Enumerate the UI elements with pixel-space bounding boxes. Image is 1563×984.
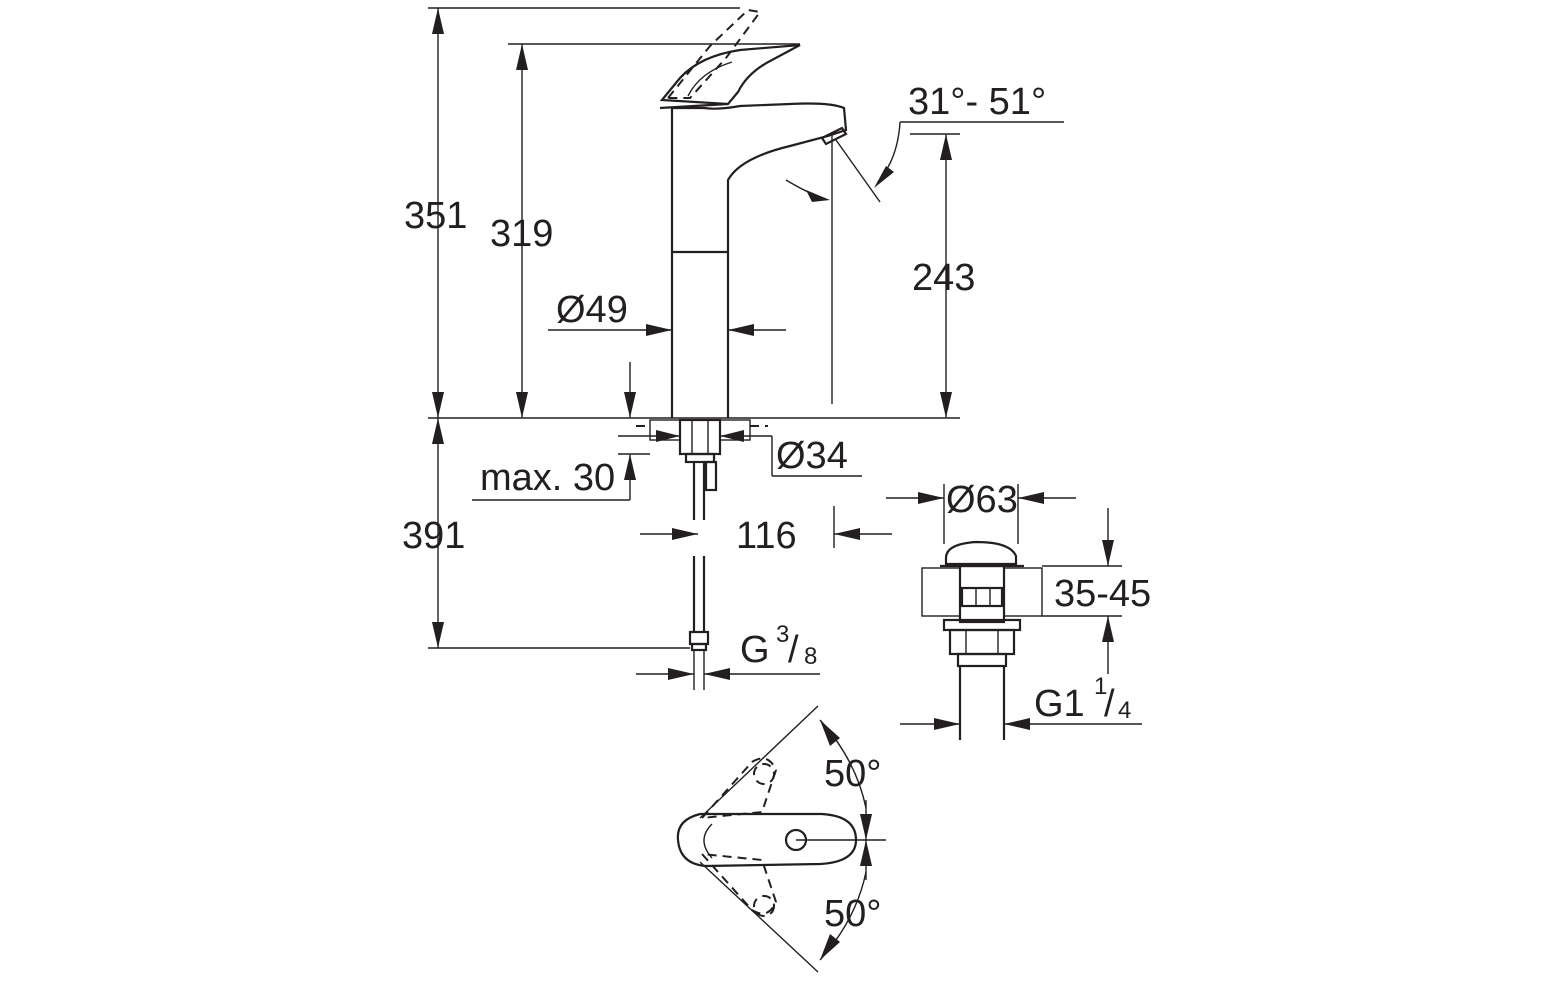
label-116: 116 (736, 515, 797, 557)
lever-handle (659, 43, 801, 106)
label-angle-top: 50° (824, 753, 881, 795)
dimension-lines (428, 7, 1064, 690)
label-d49: Ø49 (556, 289, 628, 331)
faucet-side-view (636, 8, 848, 652)
lever-raised-outline (665, 8, 762, 99)
label-d63: Ø63 (946, 479, 1018, 521)
label-g38-num: 3 (776, 621, 789, 648)
label-351: 351 (404, 195, 467, 237)
aerator (820, 126, 848, 146)
label-d34: Ø34 (776, 435, 848, 477)
fraction-slash-2: / (1104, 683, 1115, 725)
label-angle-spout: 31°- 51° (908, 81, 1046, 123)
dimension-labels: 351 319 31°- 51° 243 Ø49 Ø34 max. 30 391… (402, 81, 1151, 935)
label-35-45: 35-45 (1054, 573, 1151, 615)
lever-top (676, 812, 858, 868)
label-243: 243 (912, 257, 975, 299)
lever-top-view (676, 705, 886, 973)
label-319: 319 (490, 213, 553, 255)
pop-up-waste (921, 540, 1043, 740)
label-391: 391 (402, 515, 465, 557)
label-max30: max. 30 (480, 457, 615, 499)
label-angle-bottom: 50° (824, 893, 881, 935)
label-g114-base: G1 (1034, 683, 1085, 725)
basin-right (1003, 567, 1043, 617)
spout (670, 102, 848, 418)
label-g114-den: 4 (1118, 697, 1131, 724)
label-g114-num: 1 (1094, 673, 1107, 700)
waste-dimension-lines (886, 484, 1142, 730)
fraction-slash: / (788, 629, 799, 671)
label-g38-base: G (740, 629, 770, 671)
basin-left (921, 567, 961, 617)
label-g38-den: 8 (804, 643, 817, 670)
